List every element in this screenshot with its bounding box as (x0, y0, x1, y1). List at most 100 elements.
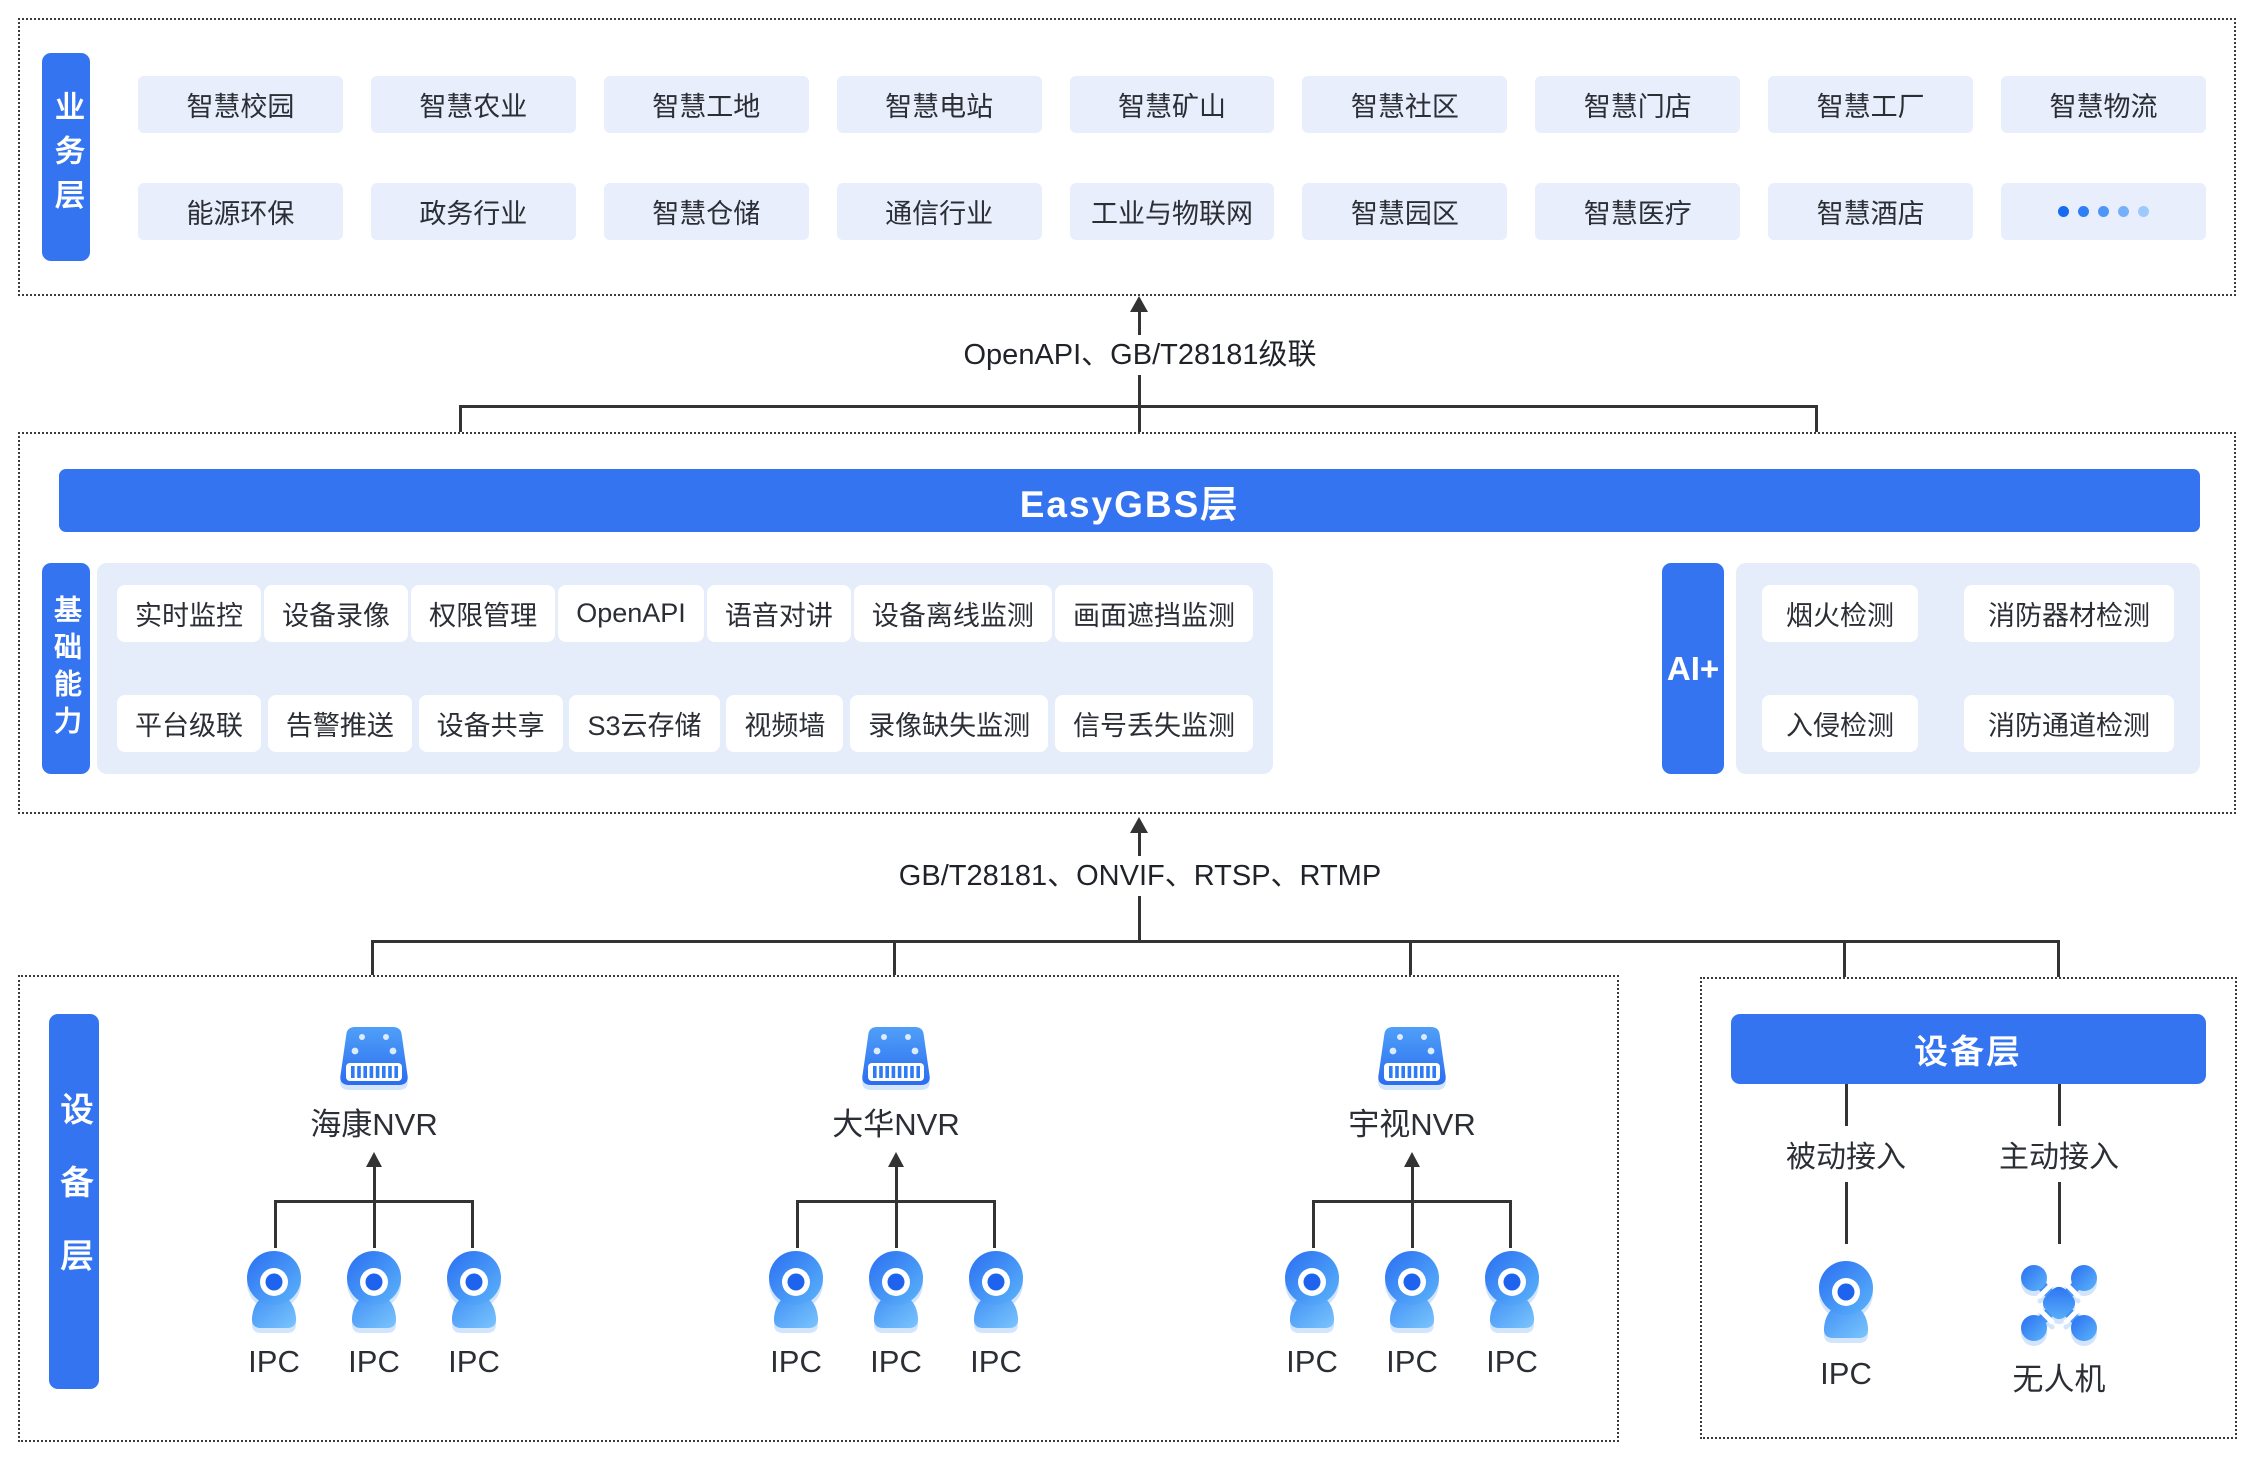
ipc-camera: IPC (1479, 1248, 1545, 1380)
ipc-camera-icon (447, 1251, 501, 1328)
access-mode-label: 被动接入 (1786, 1141, 1906, 1174)
connector-line (2057, 1182, 2061, 1244)
capability-row-2: 平台级联 告警推送 设备共享 S3云存储 视频墙 录像缺失监测 信号丢失监测 (117, 695, 1253, 752)
capability-chip: 告警推送 (267, 695, 412, 752)
business-chip: 智慧农业 (370, 76, 576, 133)
nvr-label: 大华NVR (832, 1107, 960, 1142)
active-access-column: 主动接入 无人机 (1949, 1084, 2169, 1399)
ipc-label: IPC (1486, 1344, 1538, 1379)
capability-row-1: 实时监控 设备录像 权限管理 OpenAPI 语音对讲 设备离线监测 画面遮挡监… (117, 585, 1253, 642)
device-layer-section: 设备层 海康NVR IPC (18, 975, 1619, 1442)
business-chip: 智慧物流 (2001, 76, 2206, 133)
group-up-arrow-icon (366, 1152, 382, 1200)
ipc-camera: IPC (1279, 1248, 1345, 1380)
nvr-label: 海康NVR (310, 1107, 438, 1142)
ai-row-1: 烟火检测 消防器材检测 (1762, 585, 2174, 642)
easygbs-layer-bar: EasyGBS层 (59, 469, 2200, 532)
device-label: IPC (1820, 1356, 1872, 1391)
connector-line (1844, 1084, 1848, 1126)
nvr-label: 宇视NVR (1348, 1107, 1476, 1142)
business-chip: 能源环保 (138, 183, 343, 240)
capability-chip: 语音对讲 (706, 585, 851, 642)
nvr-icon (1378, 1027, 1446, 1085)
capability-tag-label: 基础能力 (51, 594, 82, 743)
ipc-label: IPC (770, 1344, 822, 1379)
ipc-camera: IPC (241, 1248, 307, 1380)
capability-chip: 信号丢失监测 (1055, 695, 1253, 752)
business-chip: 工业与物联网 (1069, 183, 1275, 240)
ipc-camera: IPC (763, 1248, 829, 1380)
ai-chip: 入侵检测 (1762, 695, 1918, 752)
nvr-group: 海康NVR IPC IPC (214, 1021, 534, 1380)
connector-line (1844, 1182, 1848, 1244)
business-chip: 智慧社区 (1302, 76, 1508, 133)
ai-chip: 消防通道检测 (1964, 695, 2174, 752)
ipc-camera-icon (347, 1251, 401, 1328)
ipc-label: IPC (248, 1344, 300, 1379)
ipc-camera-icon (1385, 1251, 1439, 1328)
capability-chip: 录像缺失监测 (850, 695, 1049, 752)
ai-row-2: 入侵检测 消防通道检测 (1762, 695, 2174, 752)
connector-line (2057, 1084, 2061, 1126)
ipc-camera: IPC (1379, 1248, 1445, 1380)
top-protocol-label: OpenAPI、GB/T28181级联 (949, 335, 1331, 375)
ipc-camera-icon (247, 1251, 301, 1328)
camera-row: IPC IPC IPC (1279, 1248, 1545, 1380)
nvr-group: 宇视NVR IPC IPC (1252, 1021, 1572, 1380)
access-device-section: 设备层 被动接入 IPC 主动接入 无人机 (1700, 977, 2237, 1439)
business-layer-section: 业务层 智慧校园 智慧农业 智慧工地 智慧电站 智慧矿山 智慧社区 智慧门店 智… (18, 18, 2236, 296)
ai-plus-tag: AI+ (1662, 563, 1724, 774)
ipc-camera-icon (1285, 1251, 1339, 1328)
ipc-camera-icon (869, 1251, 923, 1328)
business-chip: 智慧工地 (603, 76, 809, 133)
nvr-icon (340, 1027, 408, 1085)
capability-chip: 设备录像 (264, 585, 409, 642)
ai-chip: 消防器材检测 (1964, 585, 2174, 642)
ipc-camera: IPC (963, 1248, 1029, 1380)
group-up-arrow-icon (1404, 1152, 1420, 1200)
ipc-label: IPC (448, 1344, 500, 1379)
ipc-label: IPC (1286, 1344, 1338, 1379)
ipc-label: IPC (970, 1344, 1022, 1379)
nvr-group: 大华NVR IPC IPC (736, 1021, 1056, 1380)
business-chip: 智慧酒店 (1768, 183, 1974, 240)
capability-chip: 实时监控 (117, 585, 261, 642)
camera-row: IPC IPC IPC (763, 1248, 1029, 1380)
camera-row: IPC IPC IPC (241, 1248, 507, 1380)
business-chip: 智慧医疗 (1535, 183, 1741, 240)
capability-chip: 权限管理 (411, 585, 556, 642)
ipc-camera: IPC (341, 1248, 407, 1380)
business-chip: 通信行业 (836, 183, 1042, 240)
capability-chip: 设备共享 (418, 695, 563, 752)
ipc-label: IPC (348, 1344, 400, 1379)
capability-layer-section: EasyGBS层 基础能力 实时监控 设备录像 权限管理 OpenAPI 语音对… (18, 432, 2236, 814)
access-mode-label: 主动接入 (1999, 1141, 2119, 1174)
ipc-camera-icon (1819, 1261, 1873, 1338)
device-layer-tag-label: 设备层 (56, 1092, 93, 1311)
business-layer-tag: 业务层 (42, 53, 90, 261)
ipc-camera-icon (969, 1251, 1023, 1328)
nvr-icon (862, 1027, 930, 1085)
ipc-camera-icon (769, 1251, 823, 1328)
business-chip: 智慧工厂 (1768, 76, 1974, 133)
capability-chip: OpenAPI (558, 585, 704, 642)
capability-chip: 视频墙 (726, 695, 844, 752)
ipc-label: IPC (1386, 1344, 1438, 1379)
ipc-label: IPC (870, 1344, 922, 1379)
group-bracket (796, 1200, 996, 1248)
ai-panel: 烟火检测 消防器材检测 入侵检测 消防通道检测 (1736, 563, 2200, 774)
ipc-camera: IPC (441, 1248, 507, 1380)
access-device-layer-bar: 设备层 (1731, 1014, 2206, 1084)
capability-chip: 画面遮挡监测 (1054, 585, 1253, 642)
capability-tag: 基础能力 (42, 563, 90, 774)
device-layer-tag: 设备层 (49, 1014, 99, 1389)
capability-chip: 设备离线监测 (853, 585, 1052, 642)
capability-panel: 实时监控 设备录像 权限管理 OpenAPI 语音对讲 设备离线监测 画面遮挡监… (97, 563, 1273, 774)
business-chip: 智慧电站 (836, 76, 1042, 133)
drone-icon (2021, 1265, 2097, 1341)
ipc-camera-icon (1485, 1251, 1539, 1328)
business-chip: 政务行业 (370, 183, 576, 240)
device-label: 无人机 (2012, 1362, 2106, 1397)
business-chip: 智慧园区 (1302, 183, 1508, 240)
